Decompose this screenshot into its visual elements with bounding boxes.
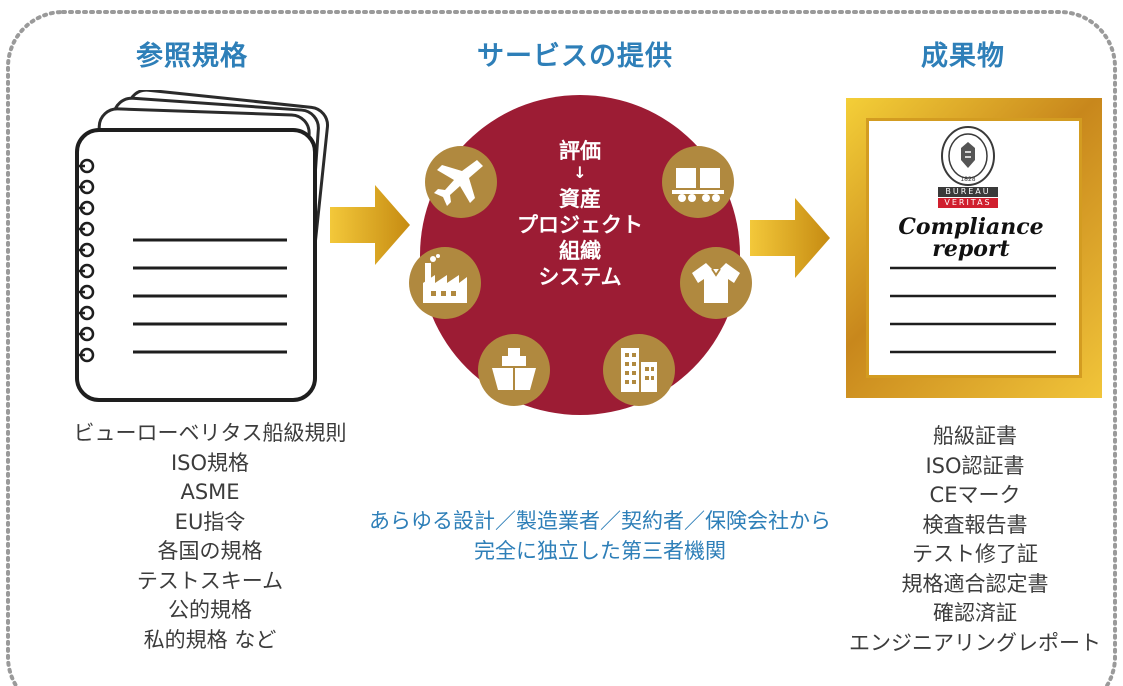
list-item: 公的規格 [168,598,252,622]
list-item: 規格適合認定書 [901,571,1049,596]
factory-icon [409,247,481,319]
report-title-line: report [932,236,1010,262]
service-line: システム [538,265,622,289]
service-line: プロジェクト [517,213,643,237]
badge-bureau: BUREAU [938,187,998,197]
list-item: 各国の規格 [157,539,263,563]
tagline: あらゆる設計／製造業者／契約者／保険会社から 完全に独立した第三者機関 [300,506,900,566]
ship-icon [478,334,550,406]
service-text: 評価 ↓ 資産 プロジェクト 組織 システム [480,138,680,290]
report-lines [890,266,1056,354]
deliverables-list: 船級証書 ISO認証書 CEマーク 検査報告書 テスト修了証 規格適合認定書 確… [830,422,1120,658]
airplane-icon [425,146,497,218]
list-item: ASME [180,480,240,504]
list-item: テストスキーム [136,568,284,593]
bureau-veritas-seal-icon [941,126,995,186]
seal-year: 1828 [960,176,976,183]
list-item: テスト修了証 [912,542,1038,566]
list-item: CEマーク [929,483,1021,507]
notebook-icon [75,90,330,402]
arrow-right-icon [330,185,410,265]
service-line: 組織 [559,239,601,263]
service-line: 評価 [559,139,601,163]
buildings-icon [603,334,675,406]
report-title: Compliance report [885,216,1057,260]
heading-deliverables: 成果物 [921,41,1005,72]
badge-veritas: VERITAS [938,198,998,208]
service-line: ↓ [573,163,587,182]
shirt-icon [680,247,752,319]
freight-train-icon [662,146,734,218]
list-item: 確認済証 [933,601,1017,625]
list-item: 私的規格 など [143,627,277,652]
tagline-line: 完全に独立した第三者機関 [474,539,726,563]
reference-standards-list: ビューローベリタス船級規則 ISO規格 ASME EU指令 各国の規格 テストス… [40,419,380,655]
list-item: 船級証書 [933,424,1017,448]
heading-reference-standards: 参照規格 [136,41,248,72]
list-item: ISO規格 [170,450,250,475]
report-title-line: Compliance [898,214,1044,240]
tagline-line: あらゆる設計／製造業者／契約者／保険会社から [369,509,831,533]
arrow-right-icon [750,198,830,278]
service-line: 資産 [559,187,601,211]
list-item: ISO認証書 [925,453,1025,478]
list-item: ビューローベリタス船級規則 [73,421,347,445]
list-item: EU指令 [174,509,246,534]
heading-service: サービスの提供 [477,41,673,72]
list-item: エンジニアリングレポート [849,630,1101,655]
list-item: 検査報告書 [922,512,1028,537]
